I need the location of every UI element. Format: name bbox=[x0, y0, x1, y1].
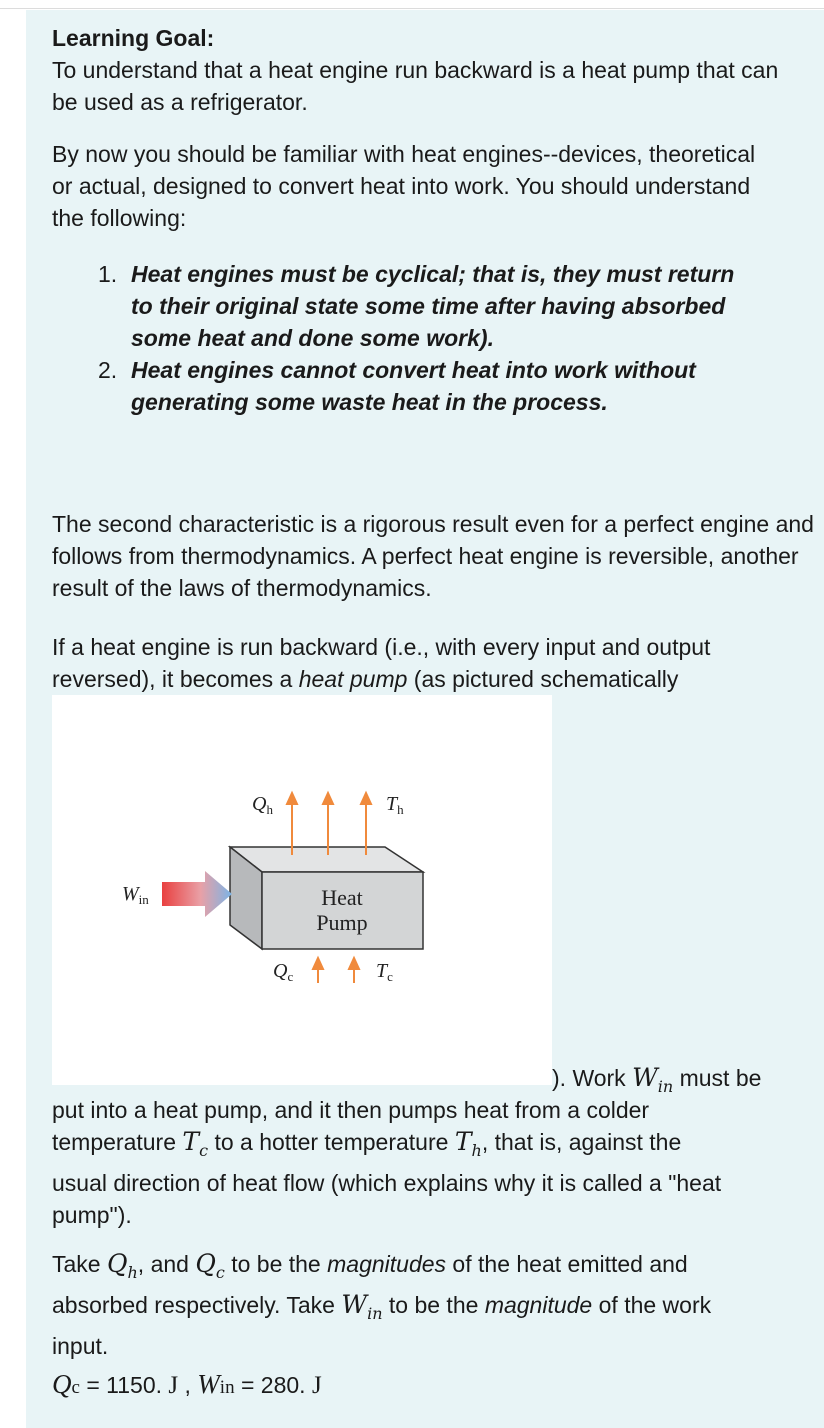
qc-symbol: Qc bbox=[195, 1249, 225, 1282]
qc-label: Qc bbox=[273, 960, 293, 984]
arrow-up-head-3 bbox=[359, 790, 373, 805]
work-paragraph: put into a heat pump, and it then pumps … bbox=[52, 1094, 822, 1231]
arrow-up-head-4 bbox=[311, 955, 325, 970]
win-label: Win bbox=[122, 883, 149, 907]
temperature-text: temperature bbox=[52, 1129, 183, 1155]
list-item-number: 2. bbox=[98, 357, 118, 383]
given-qc-sub: c bbox=[71, 1377, 80, 1398]
th-symbol: Th bbox=[454, 1127, 482, 1160]
to-be-text-2: to be the bbox=[382, 1292, 485, 1318]
work-must-text: must be bbox=[673, 1065, 762, 1091]
given-w-sub: in bbox=[219, 1377, 235, 1398]
list-item: 2. Heat engines cannot convert heat into… bbox=[98, 354, 758, 418]
backward-text-after: (as pictured schematically bbox=[407, 666, 679, 692]
w-in-symbol: Win bbox=[632, 1063, 674, 1096]
take-line-3: input. bbox=[52, 1333, 109, 1359]
heat-pump-figure: Heat Pump Qh Th Qc Tc Win bbox=[52, 695, 552, 1085]
magnitude-term: magnitude bbox=[484, 1292, 593, 1318]
heat-pump-term: heat pump bbox=[298, 666, 408, 692]
take-text: Take bbox=[52, 1251, 107, 1277]
work-line-5: pump"). bbox=[52, 1202, 132, 1228]
emitted-text: of the heat emitted and bbox=[446, 1251, 688, 1277]
intro-paragraph: By now you should be familiar with heat … bbox=[52, 141, 756, 231]
work-line-3: temperature Tc to a hotter temperature T… bbox=[52, 1126, 822, 1167]
engine-facts-list: 1. Heat engines must be cyclical; that i… bbox=[98, 258, 758, 418]
given-qc-value: = 1150. bbox=[79, 1372, 169, 1398]
box-front-face bbox=[261, 871, 424, 950]
absorbed-text: absorbed respectively. Take bbox=[52, 1292, 342, 1318]
to-hotter-text: to a hotter temperature bbox=[208, 1129, 455, 1155]
and-text: , and bbox=[137, 1251, 196, 1277]
qh-symbol: Qh bbox=[106, 1249, 138, 1282]
list-item-number: 1. bbox=[98, 261, 118, 287]
given-qc-unit: J bbox=[168, 1372, 179, 1399]
backward-text-before: If a heat engine is run backward (i.e., … bbox=[52, 634, 711, 692]
top-divider bbox=[0, 8, 824, 9]
magnitudes-term: magnitudes bbox=[327, 1251, 447, 1277]
given-qc-symbol: Q bbox=[52, 1369, 72, 1399]
given-separator: , bbox=[178, 1372, 198, 1398]
work-line-4: usual direction of heat flow (which expl… bbox=[52, 1170, 722, 1196]
to-be-text: to be the bbox=[224, 1251, 328, 1277]
take-paragraph: Take Qh, and Qc to be the magnitudes of … bbox=[52, 1248, 822, 1362]
given-w-symbol: W bbox=[197, 1369, 220, 1399]
given-values: Qc = 1150. J , Win = 280. J bbox=[52, 1368, 322, 1404]
list-item: 1. Heat engines must be cyclical; that i… bbox=[98, 258, 758, 354]
arrow-up-head-5 bbox=[347, 955, 361, 970]
work-line-1: ). Work Win must be bbox=[552, 1062, 822, 1103]
th-label: Th bbox=[386, 793, 404, 817]
list-item-text: Heat engines must be cyclical; that is, … bbox=[131, 261, 735, 351]
work-close-text: ). Work bbox=[552, 1065, 633, 1091]
take-line-1: Take Qh, and Qc to be the magnitudes of … bbox=[52, 1248, 822, 1289]
qh-label: Qh bbox=[252, 793, 273, 817]
work-in-arrow bbox=[162, 871, 232, 917]
learning-goal: Learning Goal: To understand that a heat… bbox=[52, 22, 792, 118]
box-label-heat: Heat bbox=[321, 885, 363, 910]
given-w-value: = 280. bbox=[234, 1372, 312, 1398]
given-w-unit: J bbox=[311, 1372, 322, 1399]
heat-pump-diagram: Heat Pump Qh Th Qc Tc Win bbox=[122, 790, 426, 984]
box-label-pump: Pump bbox=[316, 910, 367, 935]
against-text: , that is, against the bbox=[481, 1129, 682, 1155]
second-characteristic-paragraph: The second characteristic is a rigorous … bbox=[52, 511, 814, 601]
list-item-text: Heat engines cannot convert heat into wo… bbox=[131, 357, 696, 415]
heat-out-arrows bbox=[285, 790, 373, 855]
of-work-text: of the work bbox=[592, 1292, 712, 1318]
box-top-face bbox=[227, 846, 426, 873]
learning-goal-heading: Learning Goal: bbox=[52, 25, 215, 51]
arrow-up-head-2 bbox=[321, 790, 335, 805]
work-line-2: put into a heat pump, and it then pumps … bbox=[52, 1097, 650, 1123]
learning-goal-text: To understand that a heat engine run bac… bbox=[52, 57, 779, 115]
backward-paragraph: If a heat engine is run backward (i.e., … bbox=[52, 631, 817, 695]
heat-in-arrows bbox=[311, 955, 361, 983]
take-line-2: absorbed respectively. Take Win to be th… bbox=[52, 1289, 822, 1330]
tc-label: Tc bbox=[376, 960, 393, 984]
tc-symbol: Tc bbox=[182, 1127, 209, 1160]
arrow-up-head-1 bbox=[285, 790, 299, 805]
w-in-symbol-2: Win bbox=[341, 1290, 383, 1323]
